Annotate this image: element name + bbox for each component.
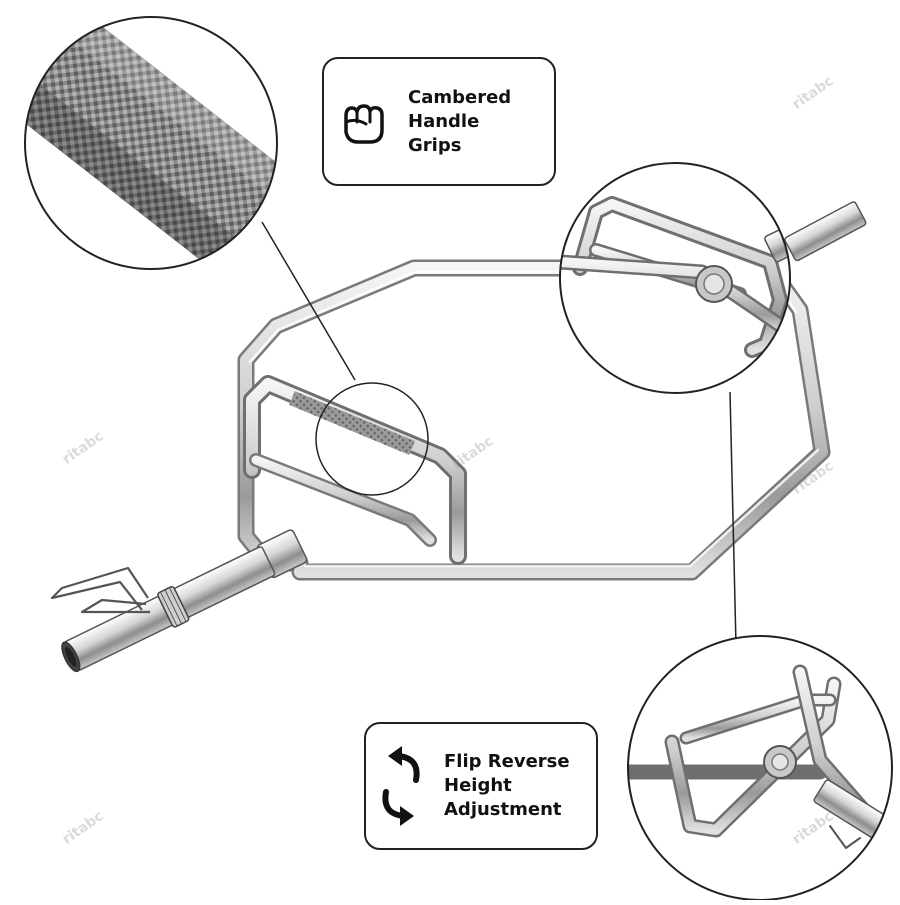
- left-sleeve: [50, 529, 308, 673]
- hex-bar-frame: [237, 259, 831, 581]
- callout-flip-line-2: Height: [444, 775, 512, 796]
- callout-flip-line-1: Flip Reverse: [444, 751, 570, 772]
- zoom-circle-flip: [627, 635, 893, 901]
- callout-handle-grips: Cambered Handle Grips: [322, 57, 556, 186]
- leader-line-grip: [261, 221, 356, 381]
- right-sleeve: [784, 201, 867, 262]
- leader-line-flip: [729, 391, 737, 646]
- callout-grips-line-3: Grips: [408, 134, 462, 156]
- callout-grips-line-1: Cambered: [408, 86, 512, 108]
- zoom-circle-knurl: [24, 16, 278, 270]
- grip-magnifier-ring: [315, 382, 429, 496]
- zoom-circle-handle: [559, 162, 791, 394]
- callout-flip-reverse: Flip Reverse Height Adjustment: [364, 722, 598, 850]
- callout-flip-line-3: Adjustment: [444, 799, 562, 820]
- fist-grip-icon: [344, 103, 384, 144]
- flip-arrows-icon: [382, 746, 420, 826]
- callout-grips-line-2: Handle: [408, 110, 480, 132]
- left-handle: [243, 375, 467, 565]
